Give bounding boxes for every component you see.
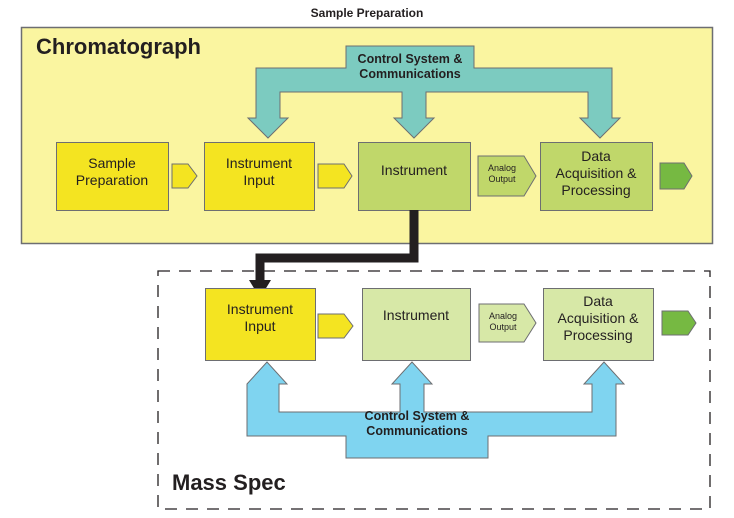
- ms-analog-line1: Analog: [488, 311, 518, 321]
- ms-analog-line2: Output: [489, 321, 517, 332]
- chromatograph-instrument-input-box: [204, 142, 315, 211]
- mass-spec-analog-output-arrow: [478, 303, 537, 343]
- analog-line1: Analog: [487, 163, 517, 173]
- ms-instrument-input-line1: Instrument: [226, 301, 294, 317]
- mass-spec-data-acq-box: [543, 288, 654, 361]
- chromatograph-control-connector: [246, 45, 622, 139]
- chromatograph-title: Chromatograph: [36, 34, 201, 59]
- control-label-line2: Communications: [359, 67, 461, 81]
- page-title: Sample Preparation: [310, 6, 424, 20]
- mass-spec-instrument-label: Instrument: [382, 307, 450, 323]
- chromatograph-control-label: Control System & Communications: [346, 52, 474, 82]
- chromatograph-data-acq-box: [540, 142, 653, 211]
- ms-data-acq-line2: Acquisition &: [557, 309, 639, 326]
- ms-instrument-input-line2: Input: [244, 317, 276, 334]
- arrow-icon: [171, 163, 198, 189]
- arrow-icon: [317, 313, 354, 339]
- chromatograph-instrument-label: Instrument: [380, 162, 448, 178]
- chromatograph-sample-prep-box: [56, 142, 169, 211]
- data-acq-line2: Acquisition &: [555, 164, 637, 181]
- mass-spec-data-acq-label: Data Acquisition & Processing: [543, 293, 653, 343]
- arrow-icon: [317, 163, 353, 189]
- mass-spec-control-connector: [246, 361, 626, 459]
- sample-prep-line1: Sample: [88, 155, 136, 171]
- mass-spec-instrument-input-box: [205, 288, 316, 361]
- chromatograph-instrument-input-label: Instrument Input: [204, 155, 314, 189]
- output-arrow-icon: [661, 310, 697, 336]
- mass-spec-instrument-box: [362, 288, 471, 361]
- mass-spec-title: Mass Spec: [172, 470, 286, 495]
- chromatograph-sample-prep-label: Sample Preparation: [56, 155, 168, 189]
- mass-spec-analog-output-label: Analog Output: [479, 311, 527, 333]
- data-acq-line1: Data: [581, 148, 611, 164]
- analog-line2: Output: [488, 173, 516, 184]
- chromatograph-data-acq-label: Data Acquisition & Processing: [540, 148, 652, 198]
- instrument-input-line1: Instrument: [225, 155, 293, 171]
- ms-data-acq-line1: Data: [583, 293, 613, 309]
- ms-data-acq-line3: Processing: [563, 326, 633, 343]
- instrument-input-line2: Input: [243, 171, 275, 188]
- sample-prep-line2: Preparation: [75, 171, 149, 188]
- mass-spec-panel: [157, 270, 711, 510]
- data-acq-line3: Processing: [561, 181, 631, 198]
- output-arrow-icon: [659, 162, 693, 190]
- ms-control-line2: Communications: [366, 424, 468, 438]
- ms-control-line1: Control System &: [364, 409, 470, 423]
- mass-spec-instrument-input-label: Instrument Input: [205, 301, 315, 335]
- chromatograph-analog-output-arrow: [477, 155, 537, 197]
- transfer-line-arrow: [255, 210, 419, 283]
- control-label-line1: Control System &: [357, 52, 463, 66]
- chromatograph-analog-output-label: Analog Output: [478, 163, 526, 185]
- mass-spec-control-label: Control System & Communications: [346, 409, 488, 439]
